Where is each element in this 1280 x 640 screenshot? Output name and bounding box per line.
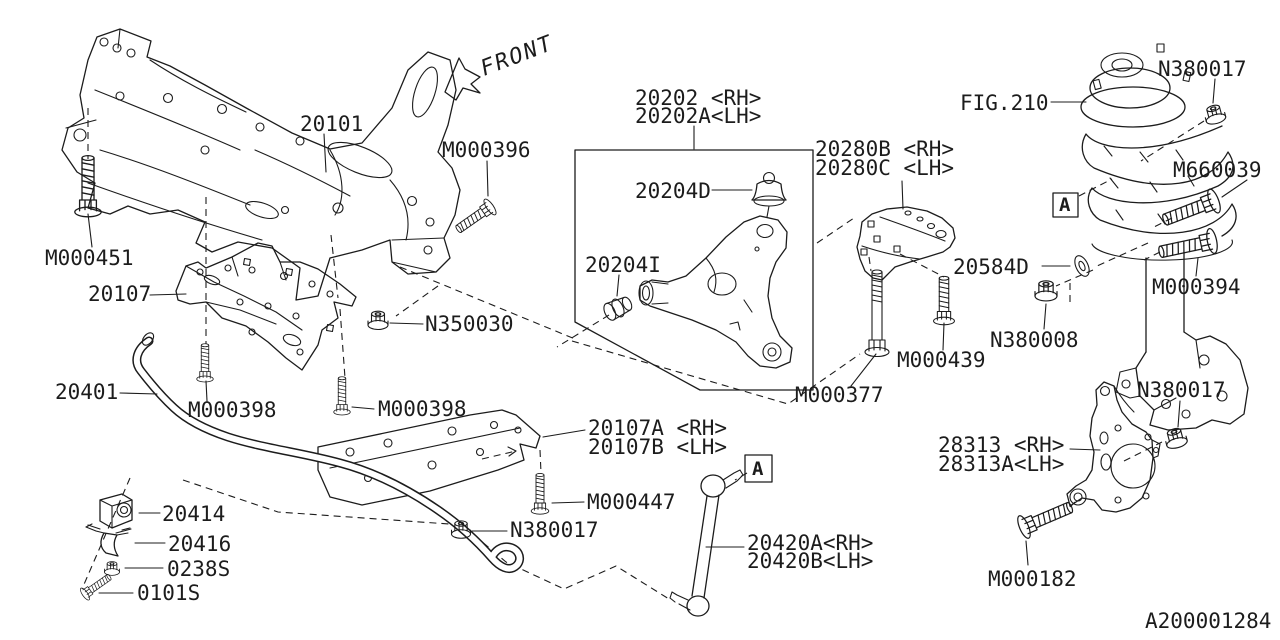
detail-marker-strut: A xyxy=(1052,192,1079,218)
front-support-plate-drawing xyxy=(317,409,541,506)
bolt-m000377 xyxy=(864,269,890,358)
strut-assembly-drawing xyxy=(1080,43,1249,431)
label-20107: 20107 xyxy=(88,282,151,306)
nut-n380008 xyxy=(1034,280,1058,302)
label-20202-rh: 20202 <RH> xyxy=(635,86,761,110)
label-n380017-knuckle: N380017 xyxy=(1137,378,1226,402)
label-m000377: M000377 xyxy=(795,383,884,407)
label-20204d: 20204D xyxy=(635,179,711,203)
label-m000451: M000451 xyxy=(45,246,134,270)
jack-up-plate-drawing xyxy=(175,242,357,371)
label-20416: 20416 xyxy=(168,532,231,556)
front-arrow-icon xyxy=(444,57,481,101)
label-20584d: 20584D xyxy=(953,255,1029,279)
nut-n350030 xyxy=(367,310,389,331)
part-labels: 20101 M000396 M000451 20107 N350030 2040… xyxy=(45,57,1271,633)
label-n380017-center: N380017 xyxy=(510,518,599,542)
label-m660039: M660039 xyxy=(1173,158,1262,182)
bolt-m660039 xyxy=(1158,186,1224,233)
label-20401: 20401 xyxy=(55,380,118,404)
ball-joint-20204d xyxy=(751,171,787,218)
label-m000439: M000439 xyxy=(897,348,986,372)
stabilizer-bushing-20414 xyxy=(99,493,133,529)
label-m000398-left: M000398 xyxy=(188,398,277,422)
label-20420b-lh: 20420B<LH> xyxy=(747,549,873,573)
label-fig210: FIG.210 xyxy=(960,91,1049,115)
label-20280c-lh: 20280C <LH> xyxy=(815,156,954,180)
front-crossmember-drawing xyxy=(61,28,461,301)
steering-knuckle-drawing xyxy=(1066,381,1161,513)
stabilizer-bar-drawing xyxy=(132,332,525,573)
detail-marker-link: A xyxy=(744,454,773,483)
bolt-0101s xyxy=(78,570,115,602)
bolt-m000447 xyxy=(530,472,550,515)
label-20101: 20101 xyxy=(300,112,363,136)
drawing-number: A200001284 xyxy=(1145,609,1271,633)
label-m000182: M000182 xyxy=(988,567,1077,591)
label-m000394: M000394 xyxy=(1152,275,1241,299)
front-label: FRONT xyxy=(477,31,557,82)
label-n350030: N350030 xyxy=(425,312,514,336)
label-20202a-lh: 20202A<LH> xyxy=(635,104,761,128)
bolt-m000398-left xyxy=(196,343,214,383)
label-n380017-strut: N380017 xyxy=(1158,57,1247,81)
label-m000447: M000447 xyxy=(587,490,676,514)
label-n380008: N380008 xyxy=(990,328,1079,352)
label-m000396: M000396 xyxy=(442,138,531,162)
arm-bracket-drawing xyxy=(856,206,956,281)
label-m000398-right: M000398 xyxy=(378,397,467,421)
bolt-m000182 xyxy=(1014,495,1077,541)
front-direction-arrow: FRONT xyxy=(444,31,557,101)
lower-arm-drawing xyxy=(638,215,793,369)
label-20280b-rh: 20280B <RH> xyxy=(815,137,954,161)
stabilizer-link-drawing xyxy=(669,469,744,617)
detail-marker-letter: A xyxy=(1059,194,1071,216)
nut-0238s xyxy=(104,561,120,576)
detail-marker-letter: A xyxy=(752,458,764,480)
label-28313a-lh: 28313A<LH> xyxy=(938,452,1064,476)
bolt-m000398-right xyxy=(333,376,351,416)
nut-n380017-strut xyxy=(1202,102,1228,127)
bolt-m000396 xyxy=(451,196,499,239)
bushing-20204i xyxy=(603,296,633,321)
washer-20584d xyxy=(1074,255,1090,277)
label-0238s: 0238S xyxy=(167,557,230,581)
label-0101s: 0101S xyxy=(137,581,200,605)
label-20107b-lh: 20107B <LH> xyxy=(588,435,727,459)
label-20414: 20414 xyxy=(162,502,225,526)
lower-arm-detail-box xyxy=(574,149,814,391)
bolt-m000439 xyxy=(933,275,955,326)
label-20107a-rh: 20107A <RH> xyxy=(588,416,727,440)
stabilizer-clamp-20416 xyxy=(85,523,132,557)
label-20204i: 20204I xyxy=(585,253,661,277)
label-20420a-rh: 20420A<RH> xyxy=(747,531,873,555)
leader-lines xyxy=(87,78,1248,594)
label-28313-rh: 28313 <RH> xyxy=(938,433,1064,457)
